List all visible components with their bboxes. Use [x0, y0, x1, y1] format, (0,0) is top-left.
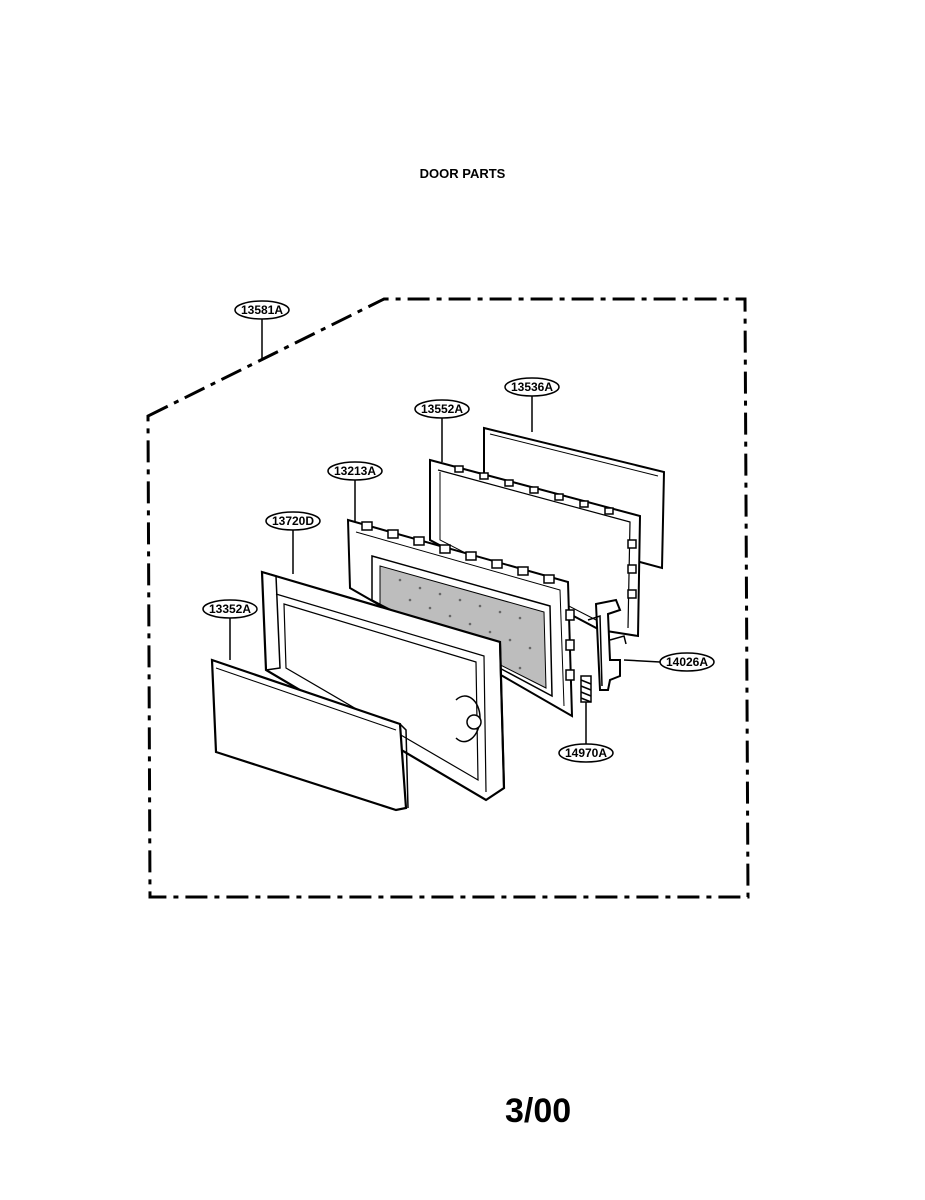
choke-cover-part — [346, 518, 575, 718]
callout-door-frame-label: 13552A — [421, 402, 463, 416]
callout-door-frame: 13552A — [414, 399, 470, 419]
spring-part — [580, 675, 592, 703]
callout-door-screen-label: 13536A — [511, 380, 553, 394]
diagram-title: DOOR PARTS — [419, 166, 506, 181]
callout-latch-hook-label: 14026A — [666, 655, 708, 669]
callout-spring: 14970A — [558, 743, 614, 763]
page-number: 3/00 — [505, 1092, 572, 1130]
latch-hook-part — [587, 598, 627, 691]
callout-latch-hook: 14026A — [659, 652, 715, 672]
callout-assembly: 13581A — [234, 300, 290, 320]
callout-spring-label: 14970A — [565, 746, 607, 760]
callout-door-glass-label: 13352A — [209, 602, 251, 616]
callout-door-panel-label: 13720D — [272, 514, 314, 528]
callout-choke-cover-label: 13213A — [334, 464, 376, 478]
callout-door-screen: 13536A — [504, 377, 560, 397]
callout-door-panel: 13720D — [265, 511, 321, 531]
callout-door-glass: 13352A — [202, 599, 258, 619]
callout-assembly-label: 13581A — [241, 303, 283, 317]
leader-lines — [229, 318, 661, 744]
door-glass-part — [210, 658, 409, 812]
assembly-boundary — [146, 297, 750, 899]
callout-choke-cover: 13213A — [327, 461, 383, 481]
door-panel-part — [260, 570, 506, 802]
